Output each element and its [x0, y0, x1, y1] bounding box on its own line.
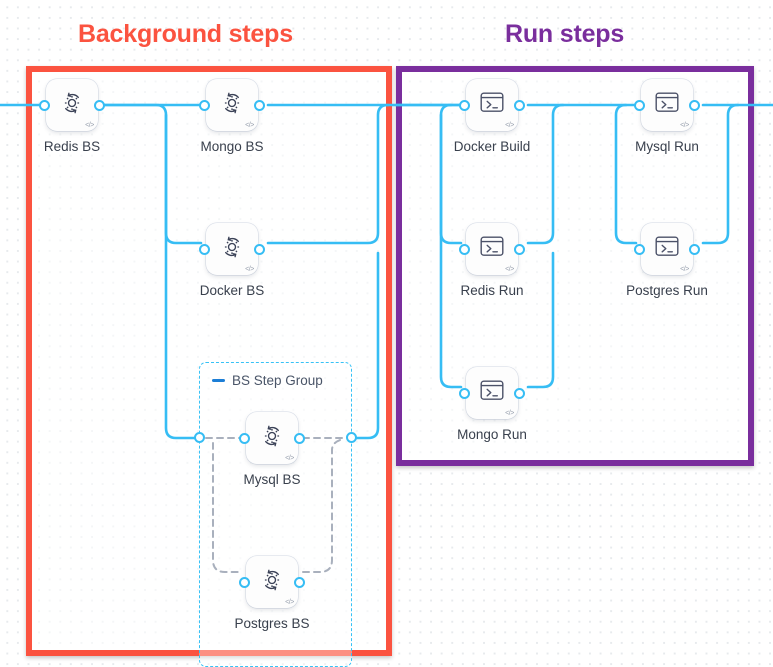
terminal-icon — [478, 90, 506, 121]
node-label: Postgres BS — [234, 616, 310, 631]
background-step-gear-icon — [258, 566, 286, 599]
code-badge-icon: </> — [505, 122, 514, 129]
input-port[interactable] — [459, 243, 470, 255]
input-port[interactable] — [459, 99, 470, 111]
code-badge-icon: </> — [245, 266, 254, 273]
link-trunk-to-step-group — [164, 113, 203, 440]
node-card[interactable]: </> — [239, 556, 305, 608]
output-port[interactable] — [254, 99, 265, 111]
link-to-redis-run — [439, 103, 463, 245]
code-badge-icon: </> — [680, 122, 689, 129]
node-label: Docker Build — [453, 139, 531, 154]
code-badge-icon: </> — [505, 266, 514, 273]
terminal-icon — [653, 234, 681, 265]
node-label: Mysql BS — [243, 472, 301, 487]
node-label: Postgres Run — [626, 283, 708, 298]
link-postgres-bs-to-group-out — [302, 439, 341, 573]
link-docker-bs-up — [266, 103, 390, 245]
node-card[interactable]: </> — [459, 223, 525, 275]
node-postgres-run[interactable]: </> Postgres Run — [626, 223, 708, 298]
node-mysql-run[interactable]: </> Mysql Run — [634, 79, 700, 154]
link-to-mongo-run — [439, 113, 463, 389]
link-redis-to-docker — [101, 103, 203, 245]
node-label: Redis Run — [460, 283, 524, 298]
node-card[interactable]: </> — [459, 367, 525, 419]
node-card[interactable]: </> — [634, 223, 700, 275]
step-group-input-port[interactable] — [194, 432, 205, 443]
node-card[interactable]: </> — [199, 79, 265, 131]
output-port[interactable] — [94, 99, 105, 111]
output-port[interactable] — [514, 243, 525, 255]
node-docker-build[interactable]: </> Docker Build — [454, 79, 530, 154]
output-port[interactable] — [514, 99, 525, 111]
terminal-icon — [478, 234, 506, 265]
input-port[interactable] — [199, 99, 210, 111]
input-port[interactable] — [634, 243, 645, 255]
run-steps-frame — [396, 66, 754, 466]
node-redis-run[interactable]: </> Redis Run — [459, 223, 525, 298]
node-postgres-bs[interactable]: </> Postgres BS — [234, 556, 310, 631]
input-port[interactable] — [239, 576, 250, 588]
node-docker-bs[interactable]: </> Docker BS — [199, 223, 265, 298]
input-port[interactable] — [199, 243, 210, 255]
link-group-in-to-postgres-bs — [211, 442, 242, 573]
node-mongo-run[interactable]: </> Mongo Run — [457, 367, 527, 442]
output-port[interactable] — [514, 387, 525, 399]
code-badge-icon: </> — [85, 122, 94, 129]
output-port[interactable] — [689, 243, 700, 255]
background-steps-title: Background steps — [78, 20, 293, 48]
code-badge-icon: </> — [680, 266, 689, 273]
node-card[interactable]: </> — [239, 412, 305, 464]
link-step-group-out — [350, 251, 380, 440]
node-label: Redis BS — [43, 139, 101, 154]
node-card[interactable]: </> — [459, 79, 525, 131]
background-step-gear-icon — [258, 422, 286, 455]
link-mongo-run-up — [526, 251, 555, 389]
background-step-gear-icon — [218, 233, 246, 266]
input-port[interactable] — [634, 99, 645, 111]
code-badge-icon: </> — [245, 122, 254, 129]
node-mongo-bs[interactable]: </> Mongo BS — [199, 79, 265, 154]
input-port[interactable] — [459, 387, 470, 399]
terminal-icon — [478, 378, 506, 409]
input-port[interactable] — [39, 99, 50, 111]
link-redis-run-up — [526, 103, 565, 245]
output-port[interactable] — [254, 243, 265, 255]
bs-step-group-label: BS Step Group — [232, 373, 323, 388]
input-port[interactable] — [239, 432, 250, 444]
node-mysql-bs[interactable]: </> Mysql BS — [239, 412, 305, 487]
node-label: Docker BS — [199, 283, 265, 298]
node-card[interactable]: </> — [634, 79, 700, 131]
bs-step-group-header[interactable]: BS Step Group — [212, 373, 323, 388]
terminal-icon — [653, 90, 681, 121]
node-redis-bs[interactable]: </> Redis BS — [39, 79, 105, 154]
background-step-gear-icon — [58, 89, 86, 122]
minus-icon[interactable] — [212, 379, 225, 382]
node-card[interactable]: </> — [39, 79, 105, 131]
output-port[interactable] — [689, 99, 700, 111]
link-to-postgres-run — [614, 103, 638, 245]
run-steps-title: Run steps — [505, 20, 625, 48]
code-badge-icon: </> — [285, 599, 294, 606]
step-group-output-port[interactable] — [346, 432, 357, 443]
output-port[interactable] — [294, 432, 305, 444]
node-label: Mongo Run — [457, 427, 527, 442]
code-badge-icon: </> — [505, 410, 514, 417]
node-label: Mysql Run — [635, 139, 699, 154]
background-step-gear-icon — [218, 89, 246, 122]
background-steps-frame — [26, 66, 392, 656]
output-port[interactable] — [294, 576, 305, 588]
link-postgres-run-up — [701, 103, 740, 245]
code-badge-icon: </> — [285, 455, 294, 462]
node-card[interactable]: </> — [199, 223, 265, 275]
node-label: Mongo BS — [200, 139, 264, 154]
